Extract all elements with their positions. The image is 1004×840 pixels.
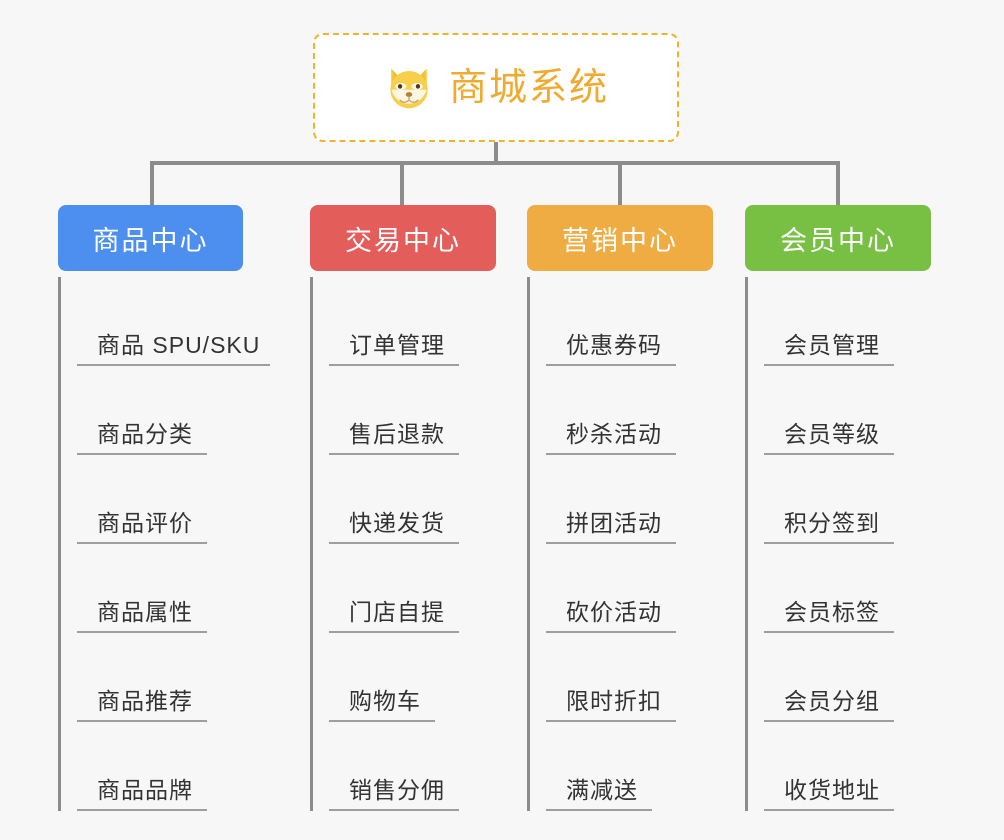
leaf-label: 会员分组 xyxy=(764,688,894,722)
category-column-3: 营销中心 优惠券码 秒杀活动 拼团活动 砍价活动 限时折扣 满减送 xyxy=(527,205,777,811)
leaf-item[interactable]: 订单管理 xyxy=(329,277,560,366)
leaf-label: 商品评价 xyxy=(77,510,207,544)
leaf-item[interactable]: 拼团活动 xyxy=(546,455,777,544)
root-title: 商城系统 xyxy=(448,66,609,109)
leaf-label: 售后退款 xyxy=(329,421,459,455)
category-header-1[interactable]: 商品中心 xyxy=(58,205,243,271)
leaf-item[interactable]: 快递发货 xyxy=(329,455,560,544)
leaf-item[interactable]: 售后退款 xyxy=(329,366,560,455)
leaf-label: 优惠券码 xyxy=(546,332,676,366)
leaf-list-3: 优惠券码 秒杀活动 拼团活动 砍价活动 限时折扣 满减送 xyxy=(527,277,777,811)
leaf-item[interactable]: 商品 SPU/SKU xyxy=(77,277,308,366)
leaf-item[interactable]: 会员管理 xyxy=(764,277,995,366)
category-column-4: 会员中心 会员管理 会员等级 积分签到 会员标签 会员分组 收货地址 xyxy=(745,205,995,811)
leaf-label: 限时折扣 xyxy=(546,688,676,722)
leaf-label: 砍价活动 xyxy=(546,599,676,633)
category-label: 会员中心 xyxy=(780,225,896,256)
leaf-label: 积分签到 xyxy=(764,510,894,544)
connector-drop-1 xyxy=(150,161,154,205)
leaf-label: 会员标签 xyxy=(764,599,894,633)
leaf-label: 满减送 xyxy=(546,777,652,811)
leaf-label: 购物车 xyxy=(329,688,435,722)
leaf-item[interactable]: 收货地址 xyxy=(764,722,995,811)
leaf-item[interactable]: 商品评价 xyxy=(77,455,308,544)
leaf-label: 会员等级 xyxy=(764,421,894,455)
shiba-dog-face-icon xyxy=(390,68,428,110)
category-header-4[interactable]: 会员中心 xyxy=(745,205,931,271)
leaf-list-1: 商品 SPU/SKU 商品分类 商品评价 商品属性 商品推荐 商品品牌 xyxy=(58,277,308,811)
leaf-label: 商品分类 xyxy=(77,421,207,455)
leaf-label: 订单管理 xyxy=(329,332,459,366)
category-label: 营销中心 xyxy=(562,225,678,256)
leaf-label: 收货地址 xyxy=(764,777,894,811)
leaf-item[interactable]: 满减送 xyxy=(546,722,777,811)
connector-drop-2 xyxy=(400,161,404,205)
leaf-label: 商品 SPU/SKU xyxy=(77,332,271,366)
leaf-item[interactable]: 优惠券码 xyxy=(546,277,777,366)
leaf-label: 秒杀活动 xyxy=(546,421,676,455)
category-header-3[interactable]: 营销中心 xyxy=(527,205,713,271)
leaf-label: 商品推荐 xyxy=(77,688,207,722)
leaf-item[interactable]: 会员等级 xyxy=(764,366,995,455)
category-label: 交易中心 xyxy=(345,225,461,256)
leaf-item[interactable]: 秒杀活动 xyxy=(546,366,777,455)
connector-drop-3 xyxy=(618,161,622,205)
leaf-item[interactable]: 商品推荐 xyxy=(77,633,308,722)
leaf-item[interactable]: 砍价活动 xyxy=(546,544,777,633)
leaf-item[interactable]: 购物车 xyxy=(329,633,560,722)
leaf-item[interactable]: 销售分佣 xyxy=(329,722,560,811)
leaf-item[interactable]: 门店自提 xyxy=(329,544,560,633)
leaf-label: 商品属性 xyxy=(77,599,207,633)
leaf-item[interactable]: 会员标签 xyxy=(764,544,995,633)
leaf-label: 会员管理 xyxy=(764,332,894,366)
root-node[interactable]: 商城系统 xyxy=(313,33,679,142)
leaf-label: 快递发货 xyxy=(329,510,459,544)
category-header-2[interactable]: 交易中心 xyxy=(310,205,496,271)
connector-root-stem xyxy=(494,142,498,164)
leaf-list-4: 会员管理 会员等级 积分签到 会员标签 会员分组 收货地址 xyxy=(745,277,995,811)
leaf-label: 商品品牌 xyxy=(77,777,207,811)
leaf-item[interactable]: 积分签到 xyxy=(764,455,995,544)
leaf-item[interactable]: 限时折扣 xyxy=(546,633,777,722)
category-label: 商品中心 xyxy=(92,225,209,256)
leaf-label: 拼团活动 xyxy=(546,510,676,544)
leaf-item[interactable]: 会员分组 xyxy=(764,633,995,722)
category-column-1: 商品中心 商品 SPU/SKU 商品分类 商品评价 商品属性 商品推荐 商品品牌 xyxy=(58,205,308,811)
leaf-item[interactable]: 商品属性 xyxy=(77,544,308,633)
leaf-list-2: 订单管理 售后退款 快递发货 门店自提 购物车 销售分佣 xyxy=(310,277,560,811)
leaf-item[interactable]: 商品品牌 xyxy=(77,722,308,811)
leaf-label: 门店自提 xyxy=(329,599,459,633)
leaf-item[interactable]: 商品分类 xyxy=(77,366,308,455)
leaf-label: 销售分佣 xyxy=(329,777,459,811)
connector-drop-4 xyxy=(836,161,840,205)
connector-horizontal-bar xyxy=(150,161,838,165)
category-column-2: 交易中心 订单管理 售后退款 快递发货 门店自提 购物车 销售分佣 xyxy=(310,205,560,811)
